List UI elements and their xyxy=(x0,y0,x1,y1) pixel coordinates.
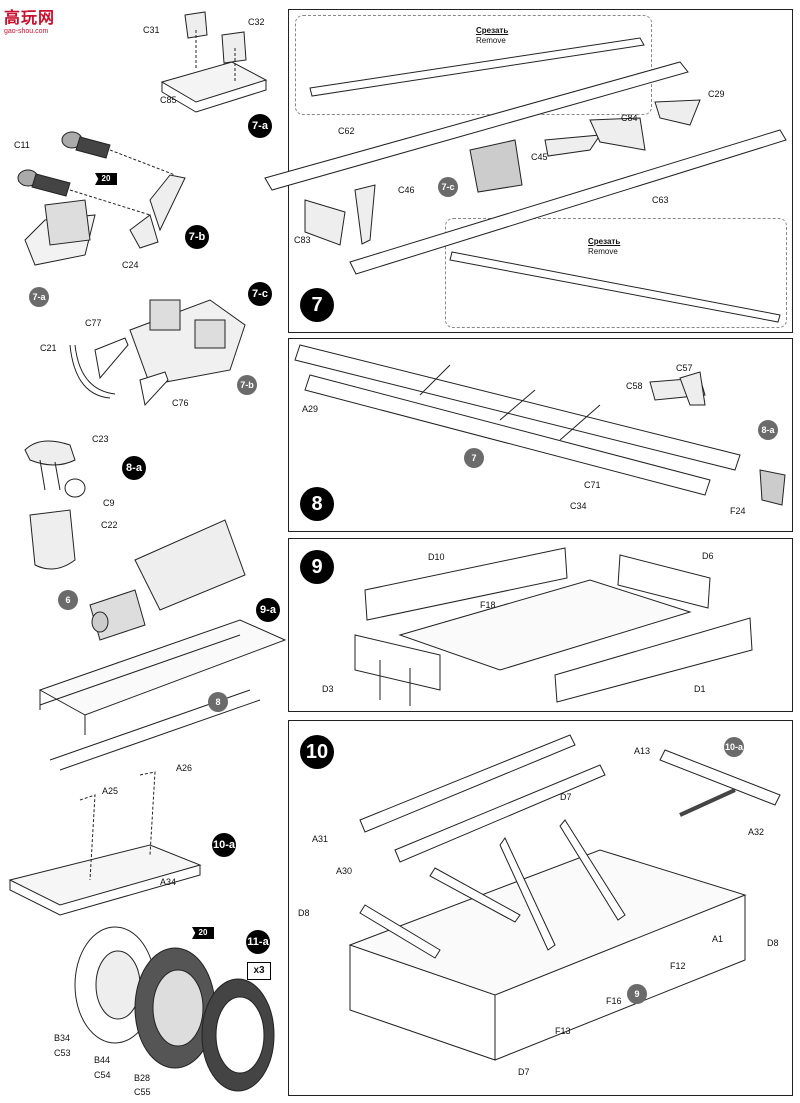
step-7a-number: 7-a xyxy=(248,114,272,138)
label-c84: C84 xyxy=(621,113,638,123)
ref-8: 8 xyxy=(208,692,228,712)
label-c62: C62 xyxy=(338,126,355,136)
label-a26: A26 xyxy=(176,763,193,773)
site-logo: 高玩网 gao-shou.com xyxy=(4,4,55,35)
part-c23-assembly xyxy=(24,440,86,570)
label-d3: D3 xyxy=(322,684,334,694)
part-truck-bed xyxy=(354,547,753,706)
label-a31: A31 xyxy=(312,834,329,844)
step-10-number: 10 xyxy=(300,735,334,769)
part-wheels xyxy=(74,926,275,1092)
label-c55: C55 xyxy=(134,1087,151,1097)
ref-7a: 7-a xyxy=(29,287,49,307)
part-chassis-frame xyxy=(294,344,786,506)
label-d8-left: D8 xyxy=(298,908,310,918)
label-f24: F24 xyxy=(730,506,746,516)
part-engine-on-chassis xyxy=(38,519,287,771)
cut-note-bottom-ru: Срезать xyxy=(588,237,621,246)
label-c9: C9 xyxy=(103,498,115,508)
label-c85: C85 xyxy=(160,95,177,105)
label-f16: F16 xyxy=(606,996,622,1006)
label-b44: B44 xyxy=(94,1055,111,1065)
label-d7-top: D7 xyxy=(560,792,572,802)
label-c71: C71 xyxy=(584,480,601,490)
label-c45: C45 xyxy=(531,152,548,162)
ref-7c: 7-c xyxy=(438,177,458,197)
step-7-number: 7 xyxy=(300,288,334,322)
label-c54: C54 xyxy=(94,1070,111,1080)
label-a34: A34 xyxy=(160,877,177,887)
label-b34: B34 xyxy=(54,1033,71,1043)
label-a25: A25 xyxy=(102,786,119,796)
cut-callout-bottom xyxy=(445,218,787,328)
label-d8-right: D8 xyxy=(767,938,779,948)
step-8-number: 8 xyxy=(300,487,334,521)
part-engine-assembly xyxy=(69,299,246,407)
cut-note-bottom: Срезать Remove xyxy=(588,237,620,257)
cut-note-top-en: Remove xyxy=(476,36,506,45)
label-f18: F18 xyxy=(480,600,496,610)
label-c77: C77 xyxy=(85,318,102,328)
label-c22: C22 xyxy=(101,520,118,530)
part-c85-bracket xyxy=(160,11,268,113)
label-a32: A32 xyxy=(748,827,765,837)
page-flag-20b: 20 xyxy=(192,927,214,939)
page-flag-20a: 20 xyxy=(95,173,117,185)
label-a1: A1 xyxy=(712,934,724,944)
step-7b-number: 7-b xyxy=(185,225,209,249)
label-b28: B28 xyxy=(134,1073,151,1083)
step-11a-number: 11-a xyxy=(246,930,270,954)
ref-9: 9 xyxy=(627,984,647,1004)
label-d1: D1 xyxy=(694,684,706,694)
label-f12: F12 xyxy=(670,961,686,971)
label-c83: C83 xyxy=(294,235,311,245)
logo-text: 高玩网 xyxy=(4,10,56,27)
step-9-number: 9 xyxy=(300,550,334,584)
label-f13: F13 xyxy=(555,1026,571,1036)
label-d7-bottom: D7 xyxy=(518,1067,530,1077)
label-a13: A13 xyxy=(634,746,651,756)
ref-7b: 7-b xyxy=(237,375,257,395)
logo-url: gao-shou.com xyxy=(4,28,49,35)
label-c53: C53 xyxy=(54,1048,71,1058)
label-c63: C63 xyxy=(652,195,669,205)
step-7c-number: 7-c xyxy=(248,282,272,306)
step-10-frame xyxy=(288,720,793,1096)
part-c11-cylinders xyxy=(17,131,186,266)
ref-6: 6 xyxy=(58,590,78,610)
part-a34-beam xyxy=(8,771,202,916)
label-c32: C32 xyxy=(248,17,265,27)
ref-10a: 10-a xyxy=(724,737,744,757)
label-c57: C57 xyxy=(676,363,693,373)
label-c46: C46 xyxy=(398,185,415,195)
ref-8a: 8-a xyxy=(758,420,778,440)
label-c76: C76 xyxy=(172,398,189,408)
cut-note-bottom-en: Remove xyxy=(588,247,618,256)
label-c23: C23 xyxy=(92,434,109,444)
part-chassis-rails xyxy=(264,37,787,323)
label-c34: C34 xyxy=(570,501,587,511)
step-8a-number: 8-a xyxy=(122,456,146,480)
label-a30: A30 xyxy=(336,866,353,876)
label-c21: C21 xyxy=(40,343,57,353)
cut-callout-top xyxy=(295,15,652,115)
step-9-frame xyxy=(288,538,793,712)
step-9a-number: 9-a xyxy=(256,598,280,622)
cut-note-top-ru: Срезать xyxy=(476,26,509,35)
label-c24: C24 xyxy=(122,260,139,270)
label-c58: C58 xyxy=(626,381,643,391)
label-c11: C11 xyxy=(14,140,30,150)
label-d10: D10 xyxy=(428,552,445,562)
cut-note-top: Срезать Remove xyxy=(476,26,508,46)
quantity-multiplier: x3 xyxy=(247,962,271,980)
label-c31: C31 xyxy=(143,25,160,35)
label-d6: D6 xyxy=(702,551,714,561)
step-8-frame xyxy=(288,338,793,532)
ref-7: 7 xyxy=(464,448,484,468)
label-a29: A29 xyxy=(302,404,319,414)
part-bed-frame xyxy=(348,734,781,1061)
step-10a-number: 10-a xyxy=(212,833,236,857)
label-c29: C29 xyxy=(708,89,725,99)
